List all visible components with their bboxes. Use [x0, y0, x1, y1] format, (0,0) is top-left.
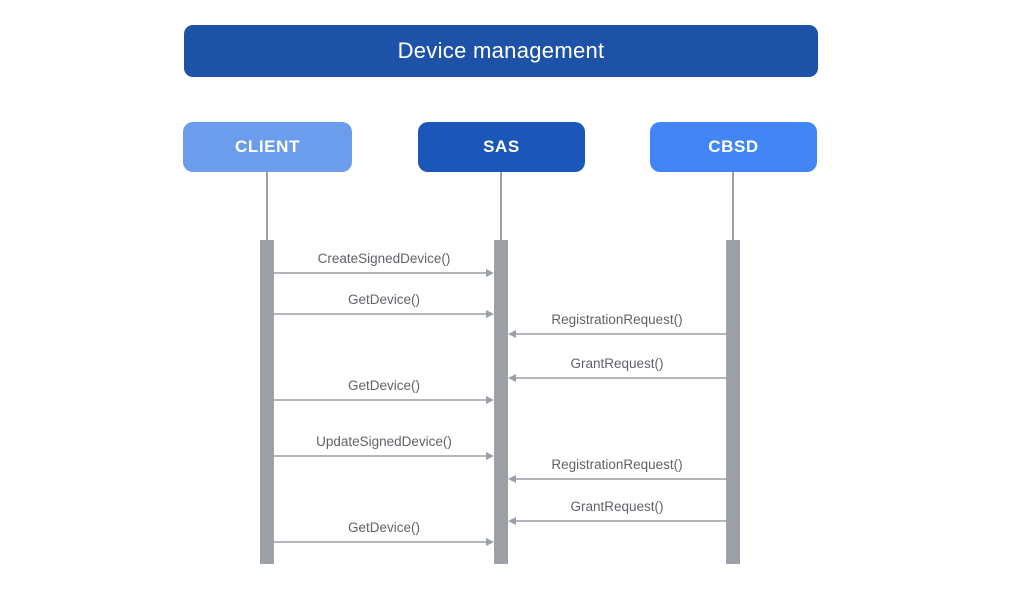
message-arrowhead: [508, 373, 516, 382]
message-label: RegistrationRequest(): [551, 312, 683, 327]
message-label: GrantRequest(): [570, 356, 664, 371]
lifeline-client: [266, 172, 268, 240]
actor-label: CLIENT: [235, 137, 300, 156]
lifeline-sas: [500, 172, 502, 240]
actor-label: SAS: [483, 137, 520, 156]
activation-bar-cbsd: [726, 240, 740, 564]
actor-box-cbsd: CBSD: [650, 122, 817, 172]
message-arrow-line: [274, 541, 486, 543]
message-arrow-line: [516, 520, 726, 522]
message-arrowhead: [508, 516, 516, 525]
message-label: GetDevice(): [347, 378, 420, 393]
message-label: GrantRequest(): [570, 499, 664, 514]
message-label: GetDevice(): [347, 520, 420, 535]
message-label: UpdateSignedDevice(): [316, 434, 452, 449]
diagram-title-box: Device management: [184, 25, 818, 77]
actor-box-sas: SAS: [418, 122, 585, 172]
message-arrowhead: [508, 474, 516, 483]
message-arrow-line: [274, 272, 486, 274]
message-arrowhead: [486, 309, 494, 318]
message-arrow-line: [516, 478, 726, 480]
message-arrow-line: [516, 333, 726, 335]
message-label: RegistrationRequest(): [551, 457, 683, 472]
message-arrowhead: [486, 537, 494, 546]
message-label: CreateSignedDevice(): [317, 251, 451, 266]
activation-bar-client: [260, 240, 274, 564]
message-arrowhead: [508, 329, 516, 338]
lifeline-cbsd: [732, 172, 734, 240]
message-label: GetDevice(): [347, 292, 420, 307]
message-arrow-line: [274, 313, 486, 315]
activation-bar-sas: [494, 240, 508, 564]
message-arrow-line: [274, 399, 486, 401]
actor-label: CBSD: [708, 137, 759, 156]
message-arrowhead: [486, 395, 494, 404]
message-arrowhead: [486, 268, 494, 277]
message-arrow-line: [516, 377, 726, 379]
message-arrow-line: [274, 455, 486, 457]
message-arrowhead: [486, 451, 494, 460]
actor-box-client: CLIENT: [183, 122, 352, 172]
diagram-title: Device management: [397, 38, 605, 63]
